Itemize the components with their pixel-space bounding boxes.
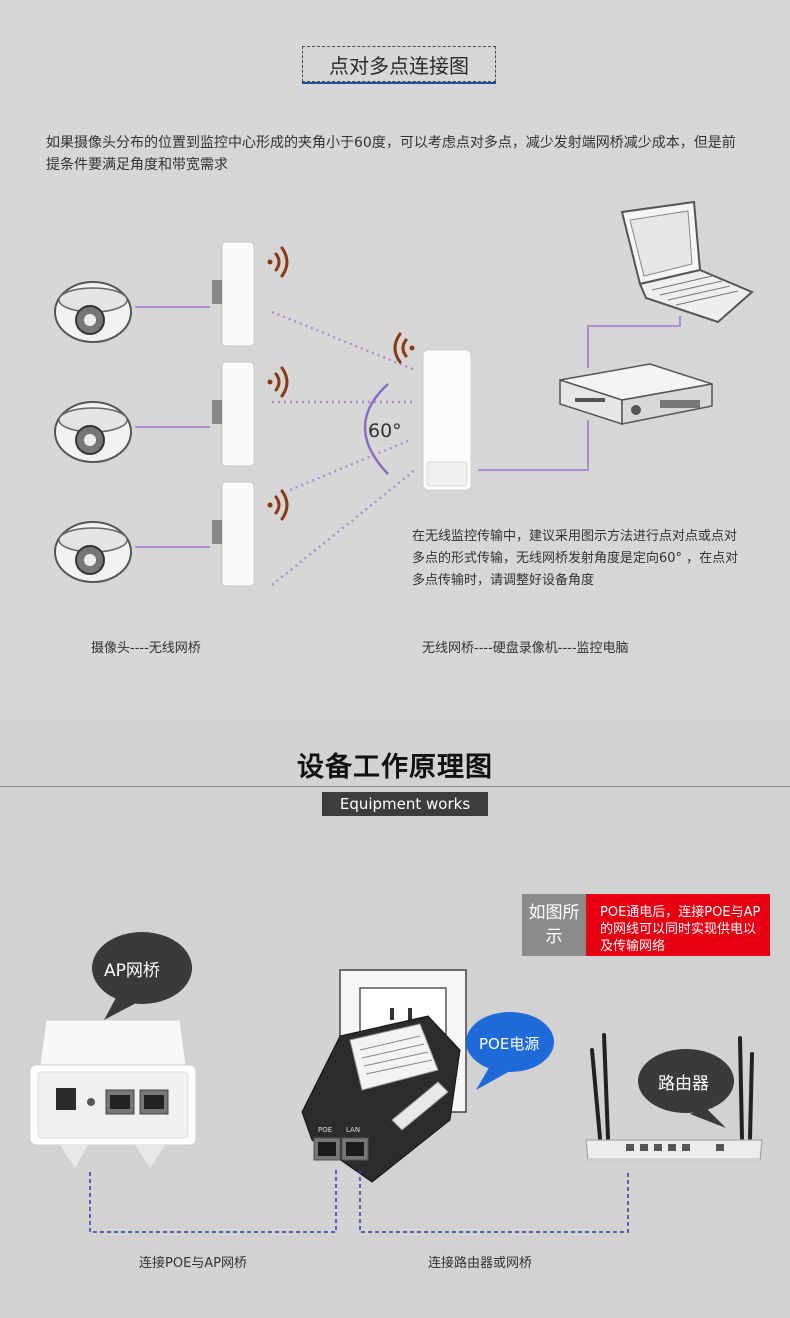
- topology-diagram: [54, 200, 754, 587]
- signal-icon: [267, 489, 289, 521]
- poe-ap-cable: [89, 1170, 337, 1233]
- wireless-bridge-icon: [221, 481, 255, 587]
- adapter-poe-label: POE: [318, 1126, 333, 1134]
- title-underline: [302, 82, 496, 84]
- angle-label: 60°: [368, 420, 402, 442]
- laptop-icon: [620, 200, 754, 324]
- point-to-multipoint-section: 点对多点连接图 如果摄像头分布的位置到监控中心形成的夹角小于60度，可以考虑点对…: [46, 46, 754, 656]
- bridge-mount: [212, 280, 222, 304]
- signal-icon: [393, 332, 415, 364]
- wireless-bridge-icon: [221, 361, 255, 467]
- caption-poe-ap: 连接POE与AP网桥: [139, 1256, 248, 1271]
- signal-icon: [267, 246, 289, 278]
- section-title: 点对多点连接图: [302, 46, 496, 82]
- wireless-link-3: [271, 469, 416, 586]
- center-bridge-icon: [422, 349, 472, 491]
- equipment-works-section: AP网桥 POE电源 路由器 POE LAN 连接POE与AP网桥 连接路由器或…: [0, 720, 790, 1318]
- signal-icon: [267, 366, 289, 398]
- dvr-icon: [559, 363, 713, 426]
- ap-bridge-device: [29, 1019, 197, 1168]
- caption-bridge-dvr-pc: 无线网桥----硬盘录像机----监控电脑: [422, 641, 629, 656]
- section-title-equipment: 设备工作原理图: [297, 752, 493, 783]
- dome-camera-icon: [54, 521, 132, 583]
- router-bubble-label: 路由器: [658, 1074, 709, 1094]
- ap-bubble-label: AP网桥: [104, 961, 160, 981]
- caption-camera-bridge: 摄像头----无线网桥: [91, 641, 201, 656]
- tip-text: POE通电后，连接POE与AP的网线可以同时实现供电以及传输网络: [586, 894, 770, 956]
- router-device: [585, 1033, 763, 1164]
- wireless-link-3b: [289, 438, 411, 492]
- bridge-mount: [212, 520, 222, 544]
- poe-adapter-icon: [301, 1015, 461, 1183]
- dome-camera-icon: [54, 281, 132, 343]
- tip-label: 如图所示: [522, 894, 586, 956]
- caption-router-bridge: 连接路由器或网桥: [428, 1256, 533, 1271]
- note-paragraph: 在无线监控传输中，建议采用图示方法进行点对点或点对多点的形式传输，无线网桥发射角…: [412, 529, 739, 588]
- router-bubble: [638, 1049, 734, 1128]
- intro-paragraph: 如果摄像头分布的位置到监控中心形成的夹角小于60度，可以考虑点对多点，减少发射端…: [46, 135, 736, 173]
- equipment-works-badge: Equipment works: [322, 792, 488, 816]
- dc-port-icon: [56, 1088, 76, 1110]
- poe-bubble: [466, 1012, 554, 1090]
- adapter-lan-label: LAN: [346, 1126, 361, 1134]
- angle-arc: [363, 383, 389, 475]
- divider: [0, 786, 790, 787]
- poe-bubble-label: POE电源: [479, 1035, 540, 1053]
- ap-bubble: [92, 932, 192, 1020]
- wireless-link-1: [271, 310, 416, 372]
- wireless-bridge-icon: [221, 241, 255, 347]
- dvr-laptop-link: [587, 316, 681, 368]
- dome-camera-icon: [54, 401, 132, 463]
- bridge-dvr-link: [478, 420, 589, 471]
- bridge-mount: [212, 400, 222, 424]
- equipment-diagram: [29, 932, 763, 1233]
- poe-router-cable: [359, 1170, 629, 1233]
